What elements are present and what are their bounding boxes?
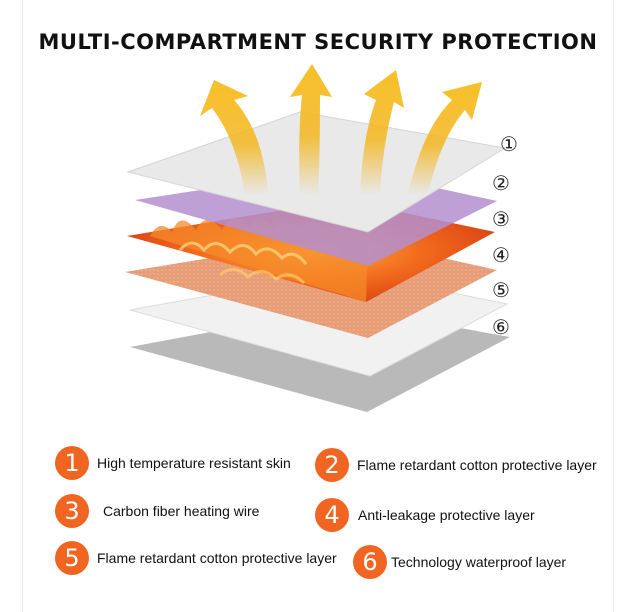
legend-badge-4: 4 (315, 498, 349, 532)
heat-arrow-icon (360, 70, 404, 195)
legend-label-5: Flame retardant cotton protective layer (97, 550, 337, 566)
heat-arrow-icon (290, 64, 332, 195)
legend-badge-5: 5 (55, 541, 89, 575)
legend-item-6: 6 Technology waterproof layer (353, 545, 566, 579)
legend-label-6: Technology waterproof layer (391, 554, 567, 570)
layer-marker-4: ④ (492, 243, 510, 267)
legend-badge-6: 6 (353, 545, 387, 579)
legend-label-3: Carbon fiber heating wire (103, 503, 260, 519)
frame-border-left (22, 0, 23, 612)
page-title: MULTI-COMPARTMENT SECURITY PROTECTION (38, 30, 598, 54)
legend-badge-2: 2 (315, 448, 349, 482)
legend-label-2: Flame retardant cotton protective layer (357, 457, 597, 473)
legend-item-1: 1 High temperature resistant skin (55, 446, 291, 480)
legend-label-1: High temperature resistant skin (97, 455, 291, 471)
legend-item-2: 2 Flame retardant cotton protective laye… (315, 448, 597, 482)
legend-item-5: 5 Flame retardant cotton protective laye… (55, 541, 337, 575)
layer-marker-2: ② (492, 171, 510, 195)
legend-badge-1: 1 (55, 446, 89, 480)
heat-arrow-icon (408, 82, 482, 195)
frame-border-right (613, 0, 614, 612)
legend-item-4: 4 Anti-leakage protective layer (315, 498, 535, 532)
layer-marker-3: ③ (492, 207, 510, 231)
layer-marker-6: ⑥ (492, 315, 510, 339)
layer-marker-1: ① (500, 132, 518, 156)
heat-arrow-icon (200, 80, 268, 195)
legend-item-3: 3 Carbon fiber heating wire (55, 494, 259, 528)
legend-label-4: Anti-leakage protective layer (358, 507, 535, 523)
layer-marker-5: ⑤ (492, 278, 510, 302)
legend-badge-3: 3 (55, 494, 89, 528)
